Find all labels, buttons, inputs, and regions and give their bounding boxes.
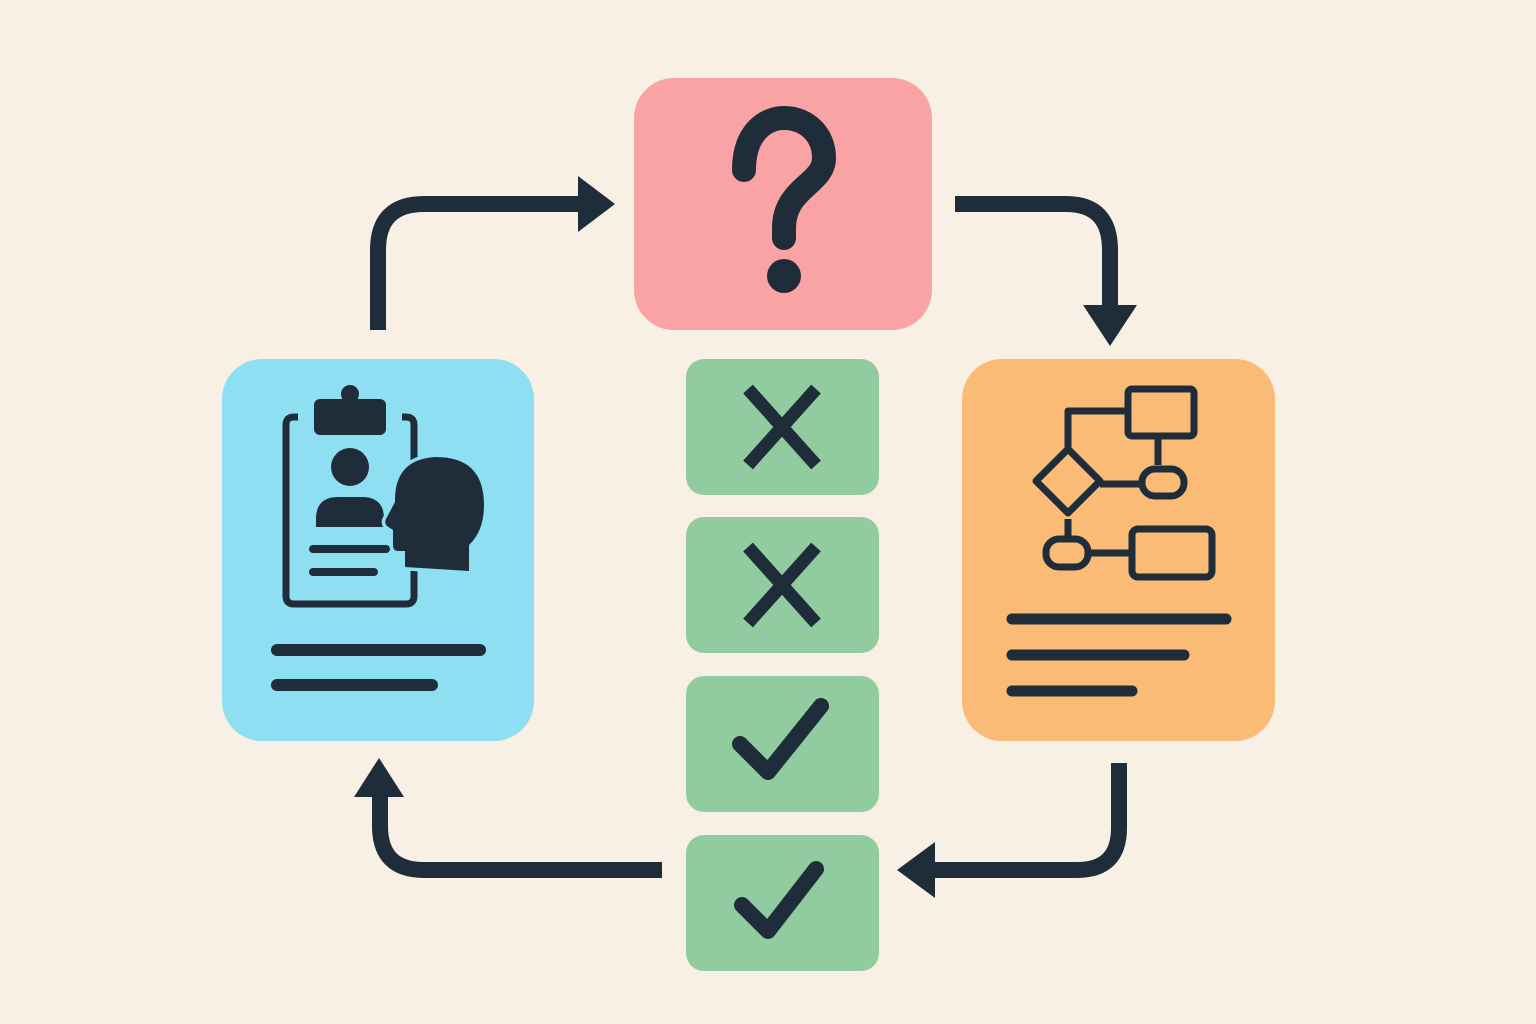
arrowhead-left-icon bbox=[897, 842, 935, 898]
result-tile-2 bbox=[686, 517, 879, 653]
question-mark-icon bbox=[732, 106, 836, 293]
profile-card bbox=[222, 359, 534, 741]
arrow-profile-to-question bbox=[370, 196, 584, 330]
flowchart-card bbox=[962, 359, 1275, 741]
arrow-results-to-profile bbox=[372, 795, 662, 878]
arrow-flowchart-to-results bbox=[935, 763, 1127, 878]
question-card bbox=[634, 78, 932, 330]
cross-icon bbox=[743, 542, 821, 628]
clipboard-person-head-icon bbox=[271, 385, 488, 691]
result-tile-4 bbox=[686, 835, 879, 971]
result-tile-3 bbox=[686, 676, 879, 812]
arrowhead-up-icon bbox=[354, 758, 404, 797]
arrowhead-right-icon bbox=[578, 176, 615, 232]
check-icon bbox=[732, 698, 829, 780]
flowchart-icon bbox=[1006, 385, 1232, 697]
result-tile-1 bbox=[686, 359, 879, 495]
arrow-question-to-flowchart bbox=[955, 196, 1118, 305]
arrowhead-down-icon bbox=[1083, 305, 1137, 346]
cross-icon bbox=[743, 384, 821, 470]
check-icon bbox=[734, 861, 824, 939]
